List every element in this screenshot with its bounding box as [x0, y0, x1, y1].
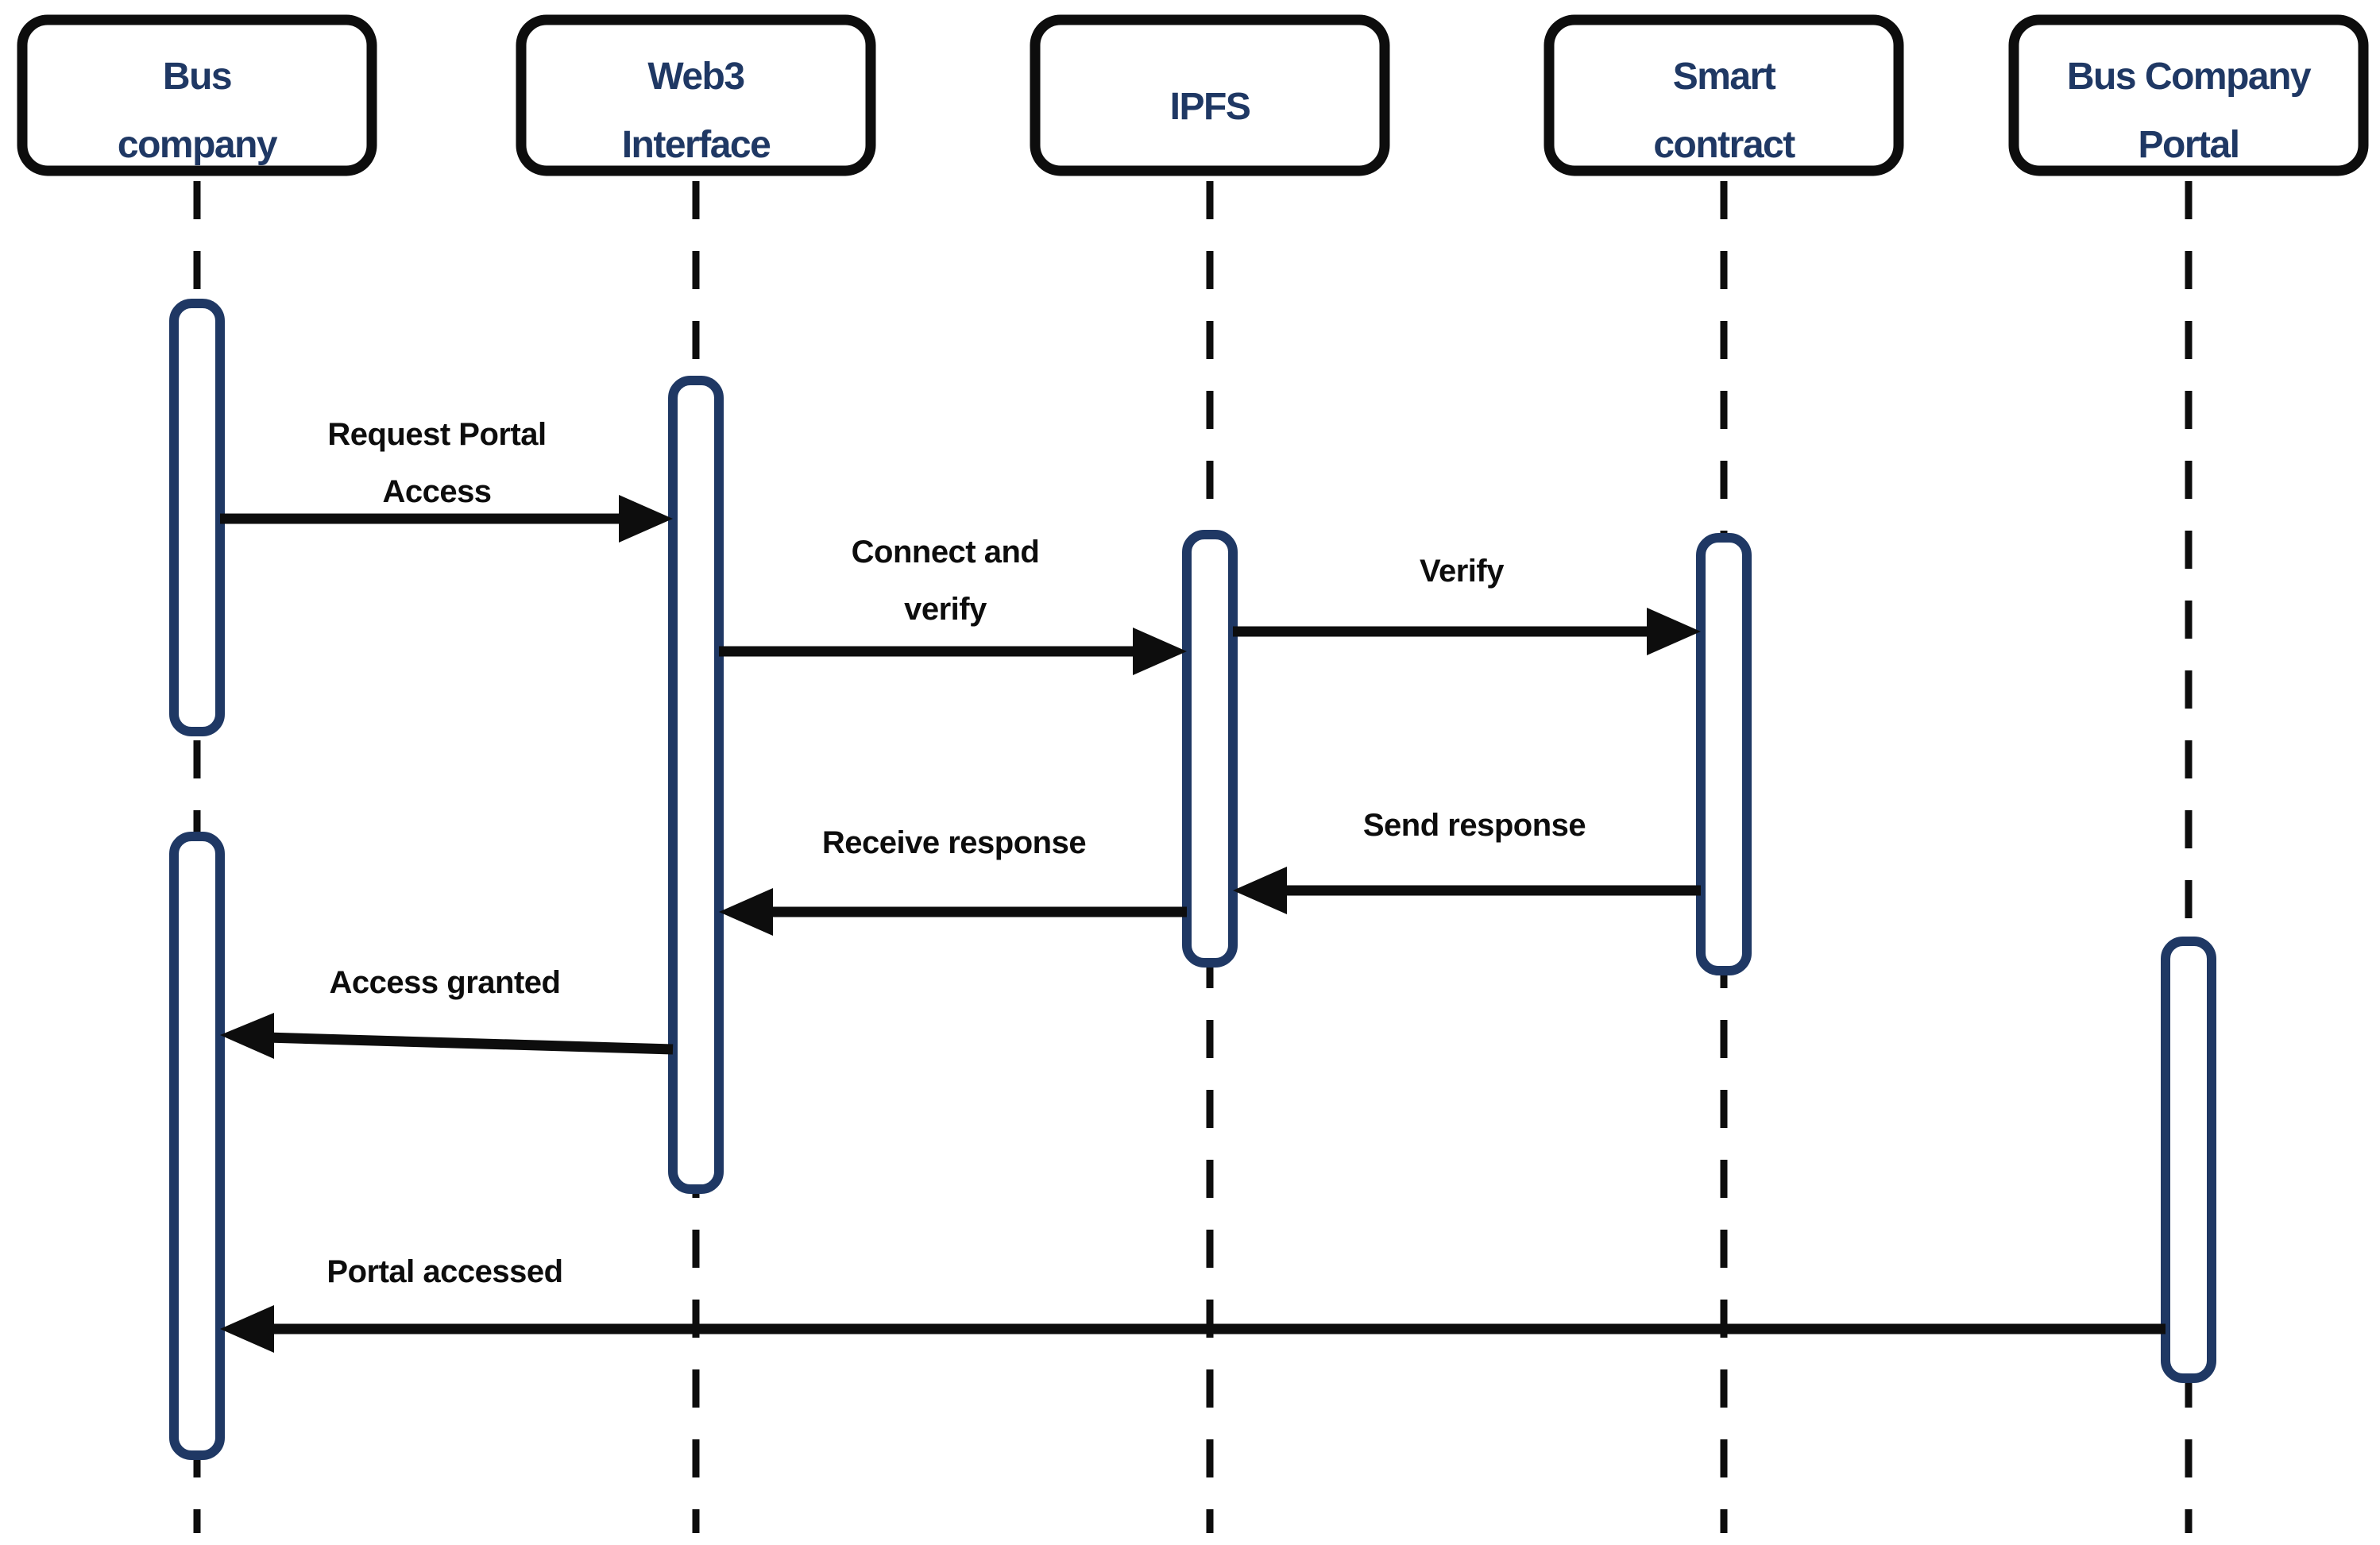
arrowhead-verify	[1647, 608, 1701, 655]
message-label-request-portal-access-line1: Request Portal	[327, 417, 546, 452]
actor-smart-contract: Smart contract	[1544, 14, 1904, 176]
actor-web3-interface: Web3 Interface	[516, 14, 876, 176]
message-label-send-response: Send response	[1363, 808, 1586, 843]
activation-bars	[169, 299, 2216, 1460]
actor-label-web3-interface-line1: Web3	[647, 56, 744, 98]
message-connect-and-verify: Connect and verify	[719, 535, 1187, 675]
activation-bus-company-1	[169, 299, 225, 736]
actor-label-ipfs: IPFS	[1170, 86, 1250, 128]
actor-label-bus-company-portal-line1: Bus Company	[2067, 56, 2312, 98]
actor-label-web3-interface-line2: Interface	[622, 124, 771, 166]
message-send-response: Send response	[1233, 808, 1701, 914]
arrowhead-access-granted	[220, 1013, 274, 1059]
message-label-verify: Verify	[1420, 554, 1505, 589]
message-line-access-granted	[265, 1032, 674, 1055]
actor-label-smart-contract-line1: Smart	[1673, 56, 1776, 98]
activation-bus-company-portal	[2161, 937, 2216, 1383]
arrowhead-send-response	[1233, 867, 1287, 914]
message-request-portal-access: Request Portal Access	[220, 417, 673, 543]
message-label-request-portal-access-line2: Access	[382, 474, 491, 509]
actor-box-bus-company	[17, 14, 377, 176]
actor-label-bus-company-portal-line2: Portal	[2138, 124, 2239, 166]
activation-bus-company-2	[169, 832, 225, 1460]
arrowhead-request-portal-access	[619, 495, 673, 543]
actor-ipfs: IPFS	[1030, 14, 1390, 176]
actor-label-bus-company-line2: company	[118, 124, 278, 166]
message-access-granted: Access granted	[220, 965, 674, 1059]
activation-smart-contract	[1696, 533, 1752, 975]
activation-web3-interface	[668, 376, 724, 1194]
arrowhead-connect-and-verify	[1133, 628, 1187, 675]
actor-label-smart-contract-line2: contract	[1653, 124, 1795, 166]
actor-label-bus-company-line1: Bus	[163, 56, 231, 98]
message-label-receive-response: Receive response	[822, 825, 1086, 860]
message-label-connect-and-verify-line1: Connect and	[852, 535, 1040, 570]
message-portal-accessed: Portal accessed	[220, 1254, 2166, 1353]
actor-bus-company-portal: Bus Company Portal	[2008, 14, 2369, 176]
message-label-access-granted: Access granted	[330, 965, 561, 1000]
message-label-connect-and-verify-line2: verify	[904, 592, 987, 627]
activation-ipfs	[1182, 530, 1238, 968]
actor-box-web3-interface	[516, 14, 876, 176]
actor-box-ipfs	[1030, 14, 1390, 176]
arrowhead-portal-accessed	[220, 1305, 274, 1353]
actor-bus-company: Bus company	[17, 14, 377, 176]
actor-box-bus-company-portal	[2008, 14, 2369, 176]
arrowhead-receive-response	[719, 888, 773, 936]
message-label-portal-accessed: Portal accessed	[326, 1254, 562, 1289]
actor-box-smart-contract	[1544, 14, 1904, 176]
message-receive-response: Receive response	[719, 825, 1187, 936]
message-verify: Verify	[1233, 554, 1701, 655]
